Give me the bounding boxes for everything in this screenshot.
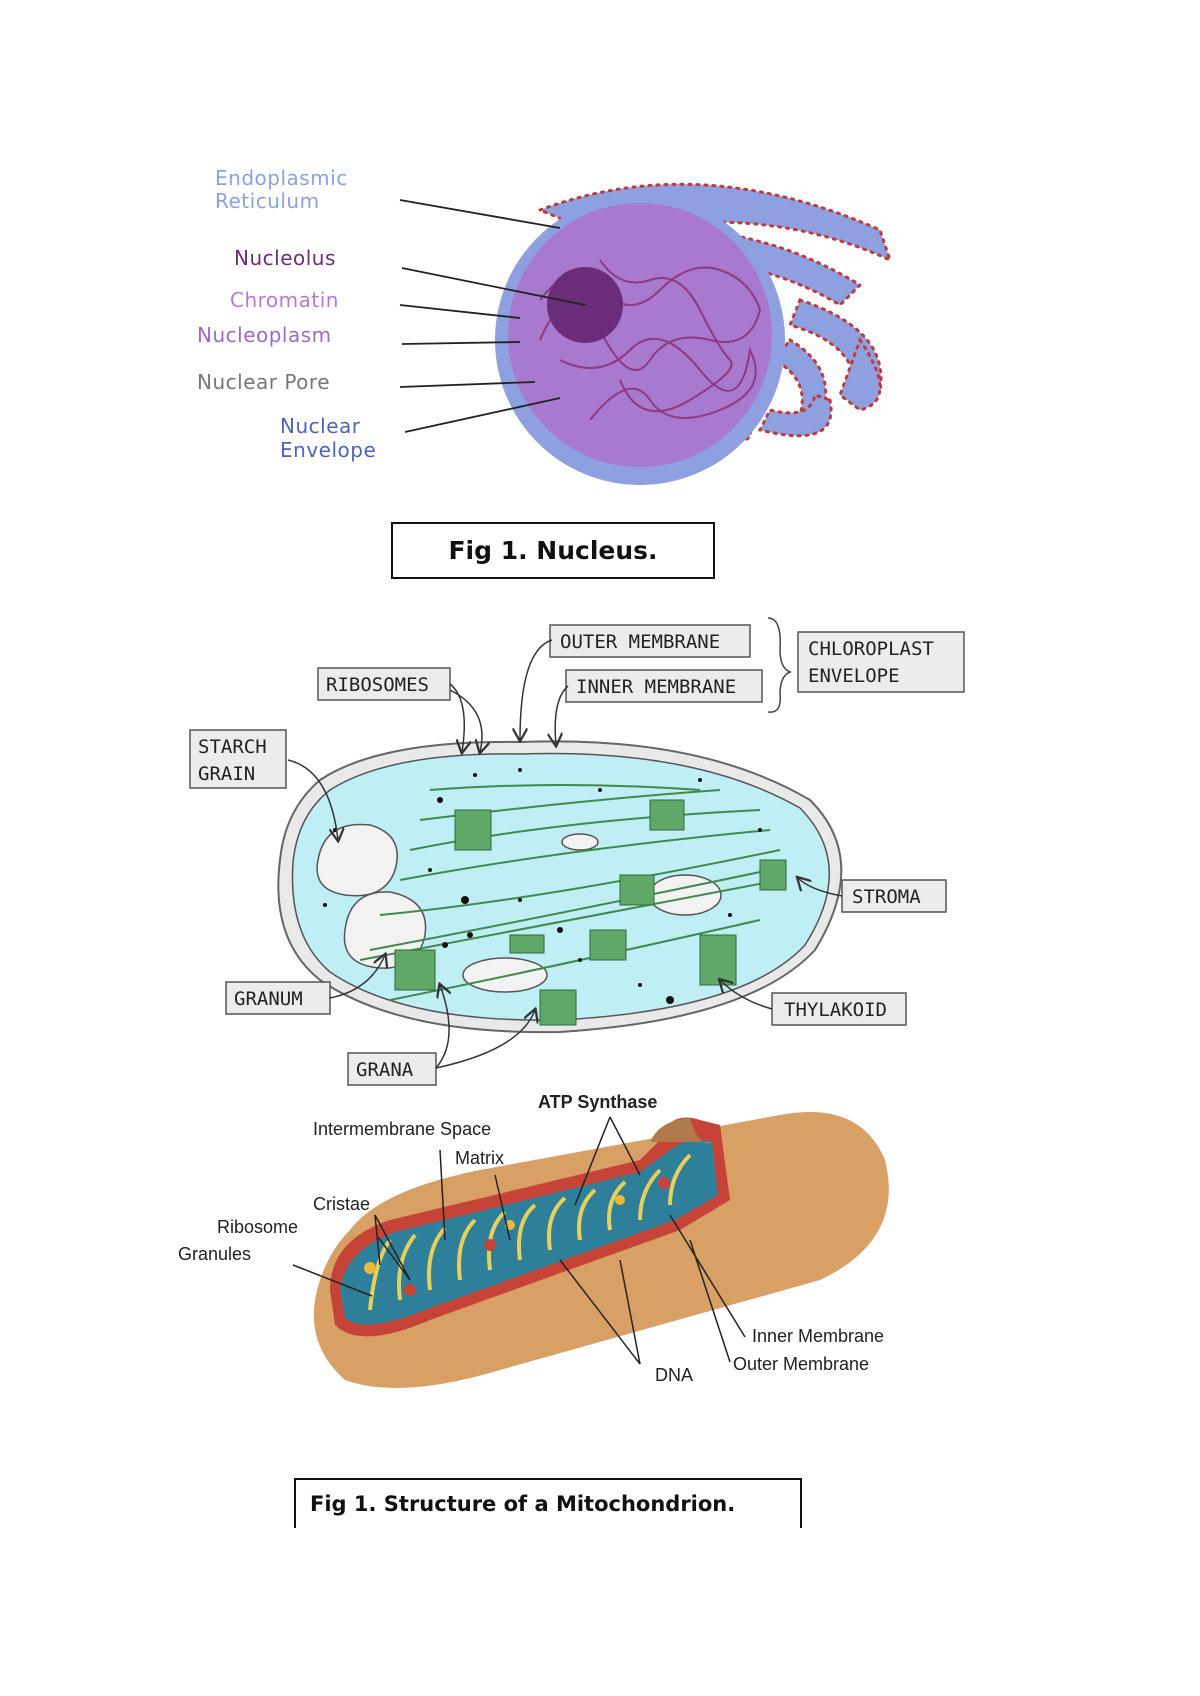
nucleus-diagram: Endoplasmic Reticulum Nucleolus Chromati… xyxy=(197,166,893,485)
inner-membrane-box xyxy=(565,669,763,703)
nucleus-caption: Fig 1. Nucleus. xyxy=(391,522,715,579)
envelope-label-line2: ENVELOPE xyxy=(808,665,900,687)
grana-stacks xyxy=(394,799,787,1026)
chloroplast-envelope-box xyxy=(797,631,965,693)
intermembrane-label: Intermembrane Space xyxy=(313,1119,491,1139)
cristae-label: Cristae xyxy=(313,1194,370,1214)
envelope-label-line1: Nuclear xyxy=(280,414,361,438)
ribosomes-label: RIBOSOMES xyxy=(326,674,429,696)
chloroplast-arrows xyxy=(287,639,843,1069)
chloroplast-diagram: OUTER MEMBRANE INNER MEMBRANE CHLOROPLAS… xyxy=(189,617,965,1086)
nuclear-pore-label: Nuclear Pore xyxy=(197,370,330,394)
thylakoid-label: THYLAKOID xyxy=(784,999,887,1021)
dna-label: DNA xyxy=(655,1365,693,1385)
starch-grain-box xyxy=(189,729,287,789)
outer-membrane-label: OUTER MEMBRANE xyxy=(560,631,720,653)
nucleoplasm-shape xyxy=(508,203,772,467)
mito-leader-lines xyxy=(292,1116,746,1365)
inner-membrane-label: INNER MEMBRANE xyxy=(576,676,736,698)
chromatin-label: Chromatin xyxy=(230,288,339,312)
ribosome-label: Ribosome xyxy=(217,1217,298,1237)
grana-box xyxy=(347,1052,437,1086)
envelope-label-line2: Envelope xyxy=(280,438,376,462)
mito-granules xyxy=(364,1177,670,1296)
nucleoplasm-label: Nucleoplasm xyxy=(197,323,332,347)
matrix-label: Matrix xyxy=(455,1148,504,1168)
grana-label: GRANA xyxy=(356,1059,414,1081)
outer-membrane-label: Outer Membrane xyxy=(733,1354,869,1374)
granum-label: GRANUM xyxy=(234,988,303,1010)
thylakoid-membranes xyxy=(359,784,781,1001)
nucleolus-label: Nucleolus xyxy=(234,246,336,270)
er-label-line1: Endoplasmic xyxy=(215,166,348,190)
er-label-line2: Reticulum xyxy=(215,189,320,213)
atp-synthase-label: ATP Synthase xyxy=(538,1092,657,1112)
mitochondrion-caption: Fig 1. Structure of a Mitochondrion. xyxy=(294,1478,802,1528)
ribosomes-box xyxy=(317,667,451,701)
ribosome-dots xyxy=(323,768,762,1004)
inner-membrane-label: Inner Membrane xyxy=(752,1326,884,1346)
mito-cristae xyxy=(368,1153,692,1311)
outer-membrane-box xyxy=(549,624,751,658)
granules-label: Granules xyxy=(178,1244,251,1264)
mito-cap-end xyxy=(650,1118,712,1144)
mitochondrion-diagram: ATP Synthase Intermembrane Space Matrix … xyxy=(178,1092,889,1388)
stroma-box xyxy=(841,879,947,913)
starch-label-line1: STARCH xyxy=(198,736,267,758)
stroma-label: STROMA xyxy=(852,886,921,908)
nucleus-leader-lines xyxy=(399,199,586,433)
envelope-label-line1: CHLOROPLAST xyxy=(808,638,934,660)
granum-box xyxy=(225,981,331,1015)
starch-label-line2: GRAIN xyxy=(198,763,255,785)
